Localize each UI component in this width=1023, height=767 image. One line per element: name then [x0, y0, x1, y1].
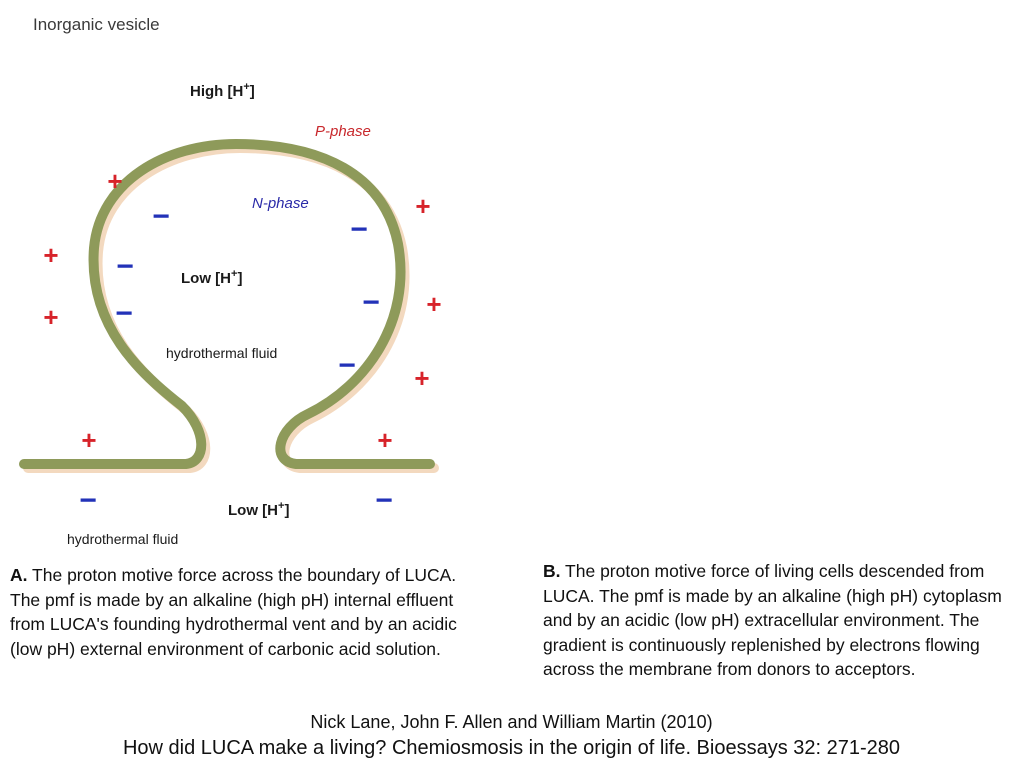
plus-charge: + [107, 166, 122, 196]
minus-charge: − [362, 286, 380, 319]
plus-charge: + [415, 191, 430, 221]
high-proton-label: High [H+] [190, 81, 255, 100]
minus-charge: − [152, 200, 170, 233]
vesicle-diagram: Inorganic vesicle High [H+] P-phase N-ph… [19, 15, 442, 547]
p-phase-label: P-phase [315, 123, 371, 140]
caption-b: B. The proton motive force of living cel… [543, 559, 1013, 682]
plus-charge: + [377, 425, 392, 455]
low-proton-label-inside: Low [H+] [181, 268, 242, 287]
caption-b-letter: B. [543, 561, 561, 581]
minus-charge: − [115, 297, 133, 330]
minus-charge: − [79, 484, 97, 517]
plus-charge: + [43, 240, 58, 270]
diagram-title: Inorganic vesicle [33, 15, 160, 34]
caption-b-text: The proton motive force of living cells … [543, 561, 1002, 679]
caption-a-text: The proton motive force across the bound… [10, 565, 457, 659]
minus-charge: − [350, 213, 368, 246]
plus-charge: + [81, 425, 96, 455]
plus-charge: + [426, 289, 441, 319]
caption-a: A. The proton motive force across the bo… [10, 563, 460, 661]
vesicle-membrane [19, 139, 435, 469]
plus-charge: + [43, 302, 58, 332]
minus-charge: − [338, 349, 356, 382]
hydrothermal-fluid-outside-label: hydrothermal fluid [67, 531, 178, 547]
citation-authors: Nick Lane, John F. Allen and William Mar… [310, 712, 713, 732]
plus-charge: + [414, 363, 429, 393]
n-phase-label: N-phase [252, 195, 309, 212]
minus-charge: − [375, 484, 393, 517]
minus-charge: − [116, 250, 134, 283]
hydrothermal-fluid-inside-label: hydrothermal fluid [166, 345, 277, 361]
low-proton-label-outside: Low [H+] [228, 500, 289, 519]
citation-title: How did LUCA make a living? Chemiosmosis… [122, 737, 901, 759]
caption-a-letter: A. [10, 565, 28, 585]
